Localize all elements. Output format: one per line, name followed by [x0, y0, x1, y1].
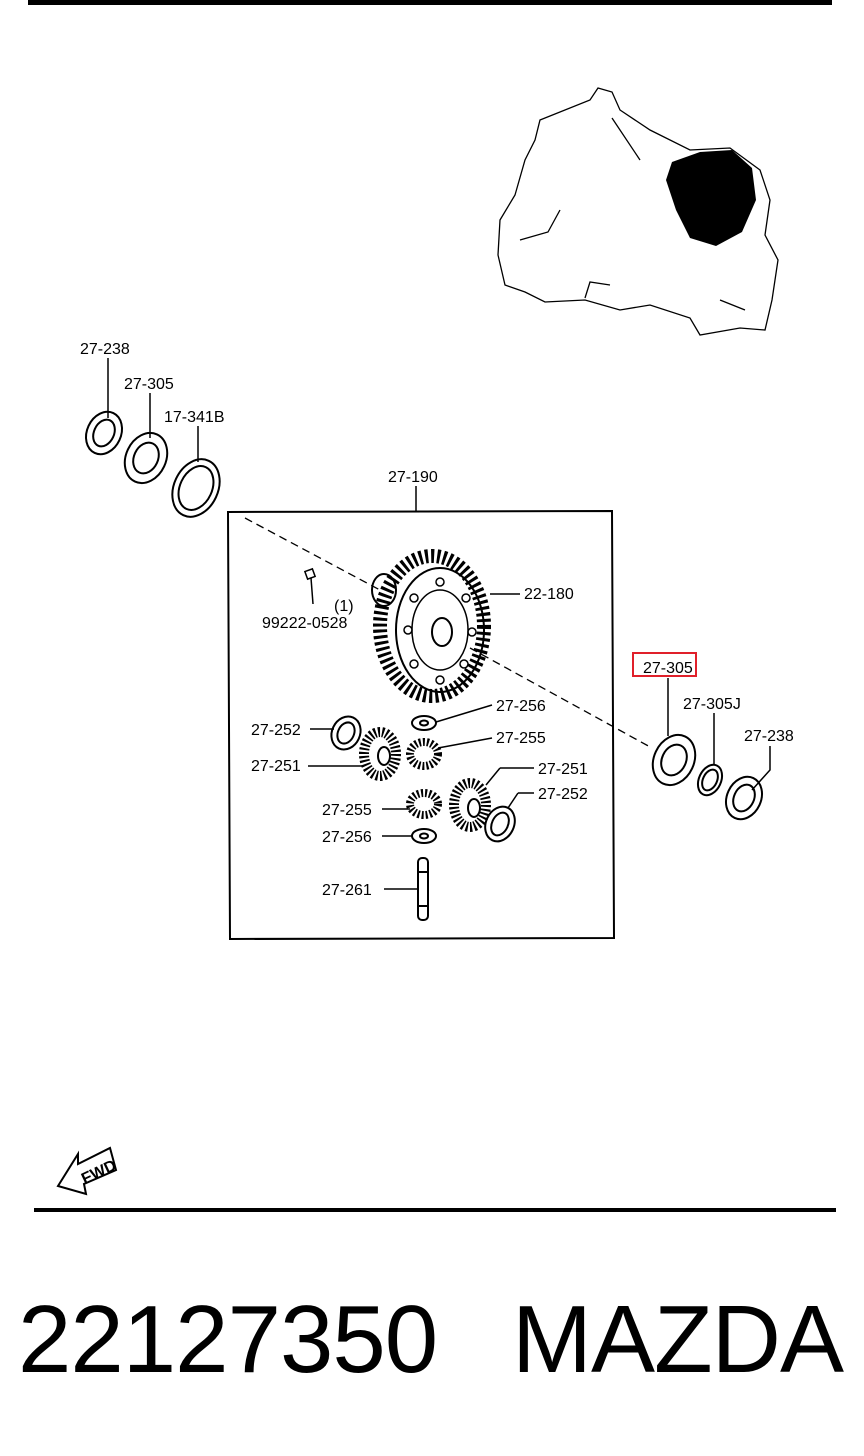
shim-ring-left [171, 458, 221, 518]
callout-27-305-left: 27-305 [124, 376, 174, 393]
oil-seal-right [725, 775, 763, 821]
top-rule [28, 0, 832, 5]
leader-252-b [507, 792, 519, 809]
ring-gear [371, 549, 491, 703]
pinion-gear-255-b [406, 789, 442, 819]
bearing-left [123, 431, 169, 485]
callout-27-256-a: 27-256 [496, 698, 546, 715]
side-gear-251-a [359, 727, 401, 781]
callout-quantity: (1) [334, 598, 354, 615]
callout-17-341b: 17-341B [164, 409, 225, 426]
leader-251-b [485, 767, 501, 786]
fwd-label: FWD [79, 1157, 119, 1188]
part-number: 22127350 [18, 1286, 438, 1393]
callout-27-252-b: 27-252 [538, 786, 588, 803]
roll-pin [303, 567, 317, 605]
callout-27-251-a: 27-251 [251, 758, 301, 775]
callout-27-190: 27-190 [388, 469, 438, 486]
fwd-arrow-icon: FWD [56, 1146, 119, 1196]
axis-dashed-lower [469, 647, 653, 749]
highlight-box-27-305 [632, 652, 697, 677]
side-gear-251-b [449, 778, 491, 832]
bottom-rule [34, 1208, 836, 1212]
leader-256-a [435, 704, 493, 723]
pinion-washer-256-a [411, 715, 437, 731]
callout-27-261: 27-261 [322, 882, 372, 899]
bearing-right [651, 733, 697, 787]
oil-seal-left [85, 410, 123, 456]
axis-dashed-upper [244, 517, 381, 591]
callout-27-305j: 27-305J [683, 696, 741, 713]
callout-27-256-b: 27-256 [322, 829, 372, 846]
callout-22-180: 22-180 [524, 586, 574, 603]
callout-27-238-right: 27-238 [744, 728, 794, 745]
leader-255-a [437, 737, 493, 749]
callout-27-251-b: 27-251 [538, 761, 588, 778]
brand-name: MAZDA [512, 1286, 844, 1393]
thrust-washer-252-a [330, 715, 362, 751]
callout-27-305-highlighted: 27-305 [643, 660, 693, 677]
callout-27-238-left: 27-238 [80, 341, 130, 358]
thrust-washer-252-b [484, 805, 516, 843]
callout-27-252-a: 27-252 [251, 722, 301, 739]
shim-305j [696, 763, 724, 797]
pinion-shaft-261 [417, 857, 429, 921]
pinion-washer-256-b [411, 828, 437, 844]
callout-27-255-a: 27-255 [496, 730, 546, 747]
leader-238-right [751, 746, 771, 791]
callout-27-255-b: 27-255 [322, 802, 372, 819]
callout-99222-0528: 99222-0528 [262, 615, 348, 632]
transaxle-housing-illustration [497, 87, 779, 336]
transaxle-differential-area [666, 150, 756, 246]
pinion-gear-255-a [406, 738, 442, 770]
assembly-frame [226, 509, 616, 941]
